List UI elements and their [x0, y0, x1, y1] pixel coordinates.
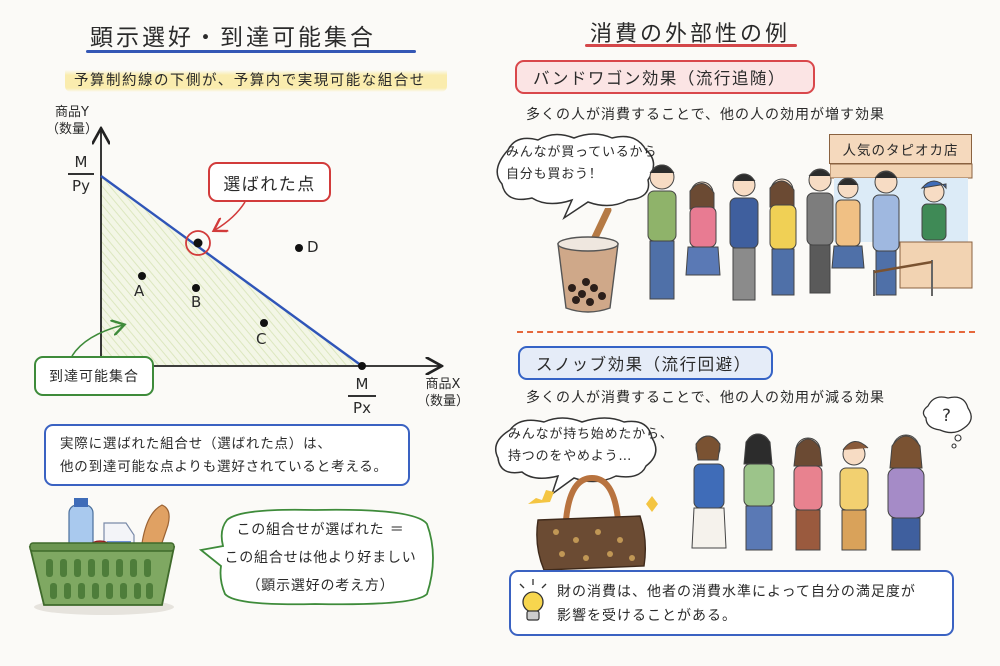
x-axis-label: 商品X （数量） [416, 377, 469, 409]
point-b-label: B [191, 293, 202, 311]
revealed-preference-note: 実際に選ばれた組合せ（選ばれた点）は、 他の到達可能な点よりも選好されていると考… [44, 424, 410, 486]
y-axis-label: 商品Y （数量） [45, 105, 98, 137]
title-underline [86, 50, 416, 53]
chosen-point-callout: 選ばれた点 [208, 162, 331, 202]
point-d [295, 244, 303, 252]
budget-constraint-chart [71, 0, 480, 420]
question-mark: ? [942, 406, 951, 426]
snob-effect-tag: スノッブ効果（流行回避） [518, 346, 773, 380]
bandwagon-description: 多くの人が消費することで、他の人の効用が増す効果 [526, 107, 886, 123]
feasible-set-callout: 到達可能集合 [34, 356, 154, 396]
point-c [260, 319, 268, 327]
left-panel-subtitle: 予算制約線の下側が、予算内で実現可能な組合せ [74, 73, 426, 89]
point-d-label: D [307, 238, 319, 256]
bandwagon-thought: みんなが買っているから 自分も買おう！ [506, 145, 658, 182]
lightbulb-icon [519, 579, 547, 621]
x-intercept-label: M Px [348, 374, 376, 418]
x-intercept-point [358, 362, 366, 370]
luxury-handbag-icon [528, 474, 658, 570]
point-c-label: C [256, 330, 267, 348]
thought-cloud [496, 133, 655, 221]
section-divider [517, 331, 975, 333]
snob-thought: みんなが持ち始めたから、 持つのをやめよう… [508, 427, 674, 464]
group-of-women-illustration [691, 433, 925, 551]
point-a-label: A [134, 282, 145, 300]
feasible-arrow [71, 325, 123, 357]
shop-sign: 人気のタピオカ店 [829, 134, 972, 164]
revealed-preference-speech: この組合せが選ばれた ＝ この組合せは他より好ましい （顕示選好の考え方） [224, 522, 417, 594]
point-b [192, 284, 200, 292]
snob-description: 多くの人が消費することで、他の人の効用が減る効果 [526, 390, 886, 406]
point-a [138, 272, 146, 280]
chosen-point-ring [185, 230, 211, 256]
tapioca-shop-illustration [830, 163, 973, 296]
chosen-point [193, 238, 203, 248]
left-panel-title: 顕示選好・到達可能集合 [90, 25, 376, 51]
bubble-tea-icon [557, 208, 619, 313]
question-thought-icon: ? [922, 396, 972, 449]
subtitle-highlight [65, 66, 447, 92]
budget-line [100, 175, 363, 367]
y-intercept-label: M Py [68, 152, 94, 196]
thought-cloud [495, 417, 657, 496]
speech-bubble [198, 508, 434, 606]
title-underline [585, 44, 797, 47]
queue-people-illustration [647, 164, 834, 301]
chosen-arrow [215, 201, 246, 230]
tip-box [509, 570, 954, 636]
bandwagon-effect-tag: バンドワゴン効果（流行追随） [515, 60, 815, 94]
shopping-basket-icon [28, 498, 176, 615]
right-panel-title: 消費の外部性の例 [590, 22, 791, 47]
tip-text: 財の消費は、他者の消費水準によって自分の満足度が 影響を受けることがある。 [557, 584, 916, 624]
